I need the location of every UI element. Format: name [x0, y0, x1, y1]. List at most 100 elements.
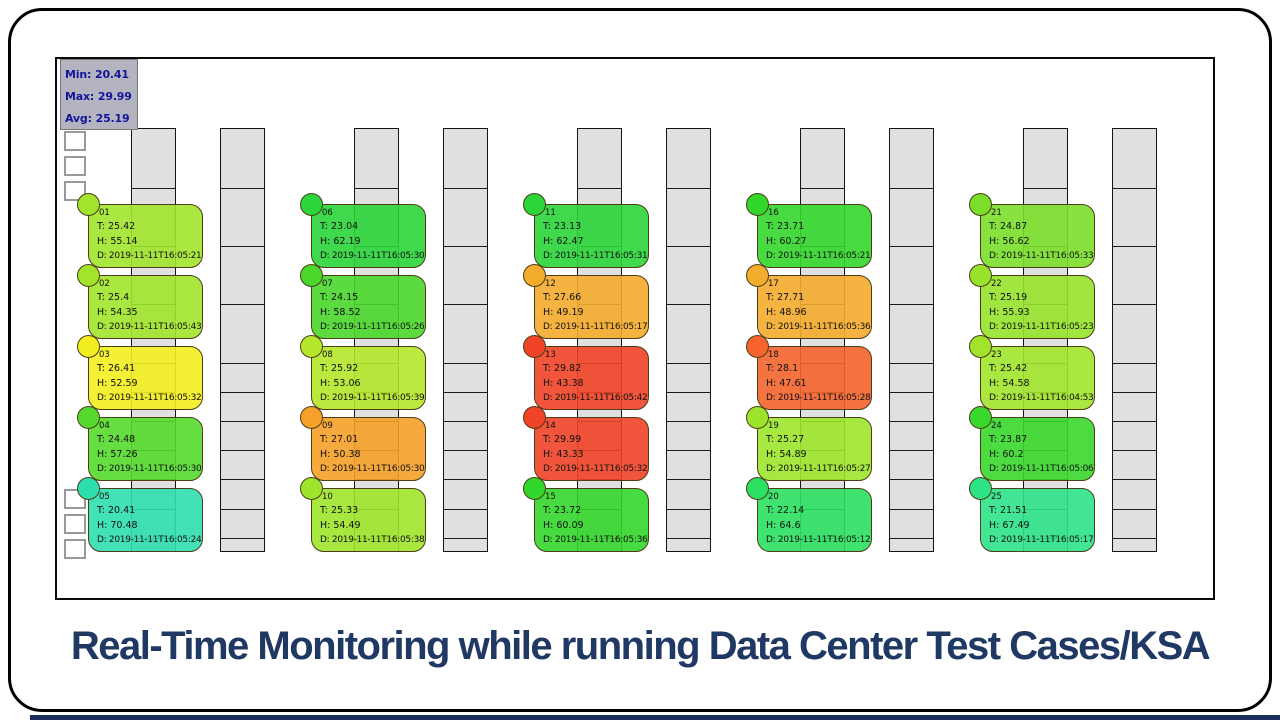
sensor-temperature: T: 25.42: [97, 221, 136, 232]
sensor-humidity: H: 62.47: [543, 236, 584, 247]
sensor-date: D: 2019-11-11T16:05:17: [989, 535, 1094, 545]
sensor-date: D: 2019-11-11T16:05:30: [320, 251, 425, 261]
sensor-id: 12: [545, 279, 556, 289]
sensor-humidity: H: 62.19: [320, 236, 361, 247]
sensor-temperature: T: 25.92: [320, 363, 359, 374]
sensor-date: D: 2019-11-11T16:05:26: [320, 322, 425, 332]
stat-avg-label: Avg:: [65, 112, 92, 125]
bottom-accent-bar: [30, 715, 1280, 720]
stat-avg: Avg: 25.19: [65, 108, 137, 130]
sensor-humidity: H: 60.2: [989, 449, 1024, 460]
sensor-temperature: T: 25.19: [989, 292, 1028, 303]
sensor-id: 03: [99, 350, 110, 360]
sensor-date: D: 2019-11-11T16:05:33: [989, 251, 1094, 261]
stat-max-label: Max:: [65, 90, 95, 103]
sensor-balloon-icon: [969, 264, 992, 287]
sensor-humidity: H: 50.38: [320, 449, 361, 460]
sensor-date: D: 2019-11-11T16:05:32: [97, 393, 202, 403]
sensor-humidity: H: 55.93: [989, 307, 1030, 318]
sensor-temperature: T: 26.41: [97, 363, 136, 374]
sensor-balloon-icon: [746, 193, 769, 216]
sensor-humidity: H: 55.14: [97, 236, 138, 247]
sensor-id: 08: [322, 350, 333, 360]
stat-min-label: Min:: [65, 68, 92, 81]
empty-sensor-slot: [64, 131, 86, 151]
sensor-temperature: T: 24.15: [320, 292, 359, 303]
sensor-temperature: T: 23.72: [543, 505, 582, 516]
rack-column: [666, 128, 711, 552]
sensor-temperature: T: 23.13: [543, 221, 582, 232]
sensor-balloon-icon: [746, 335, 769, 358]
sensor-date: D: 2019-11-11T16:05:27: [766, 464, 871, 474]
sensor-balloon-icon: [523, 264, 546, 287]
sensor-temperature: T: 20.41: [97, 505, 136, 516]
sensor-date: D: 2019-11-11T16:05:21: [97, 251, 202, 261]
sensor-id: 17: [768, 279, 779, 289]
sensor-temperature: T: 24.48: [97, 434, 136, 445]
sensor-balloon-icon: [969, 477, 992, 500]
sensor-id: 18: [768, 350, 779, 360]
sensor-balloon-icon: [300, 193, 323, 216]
sensor-temperature: T: 25.42: [989, 363, 1028, 374]
sensor-temperature: T: 29.82: [543, 363, 582, 374]
sensor-balloon-icon: [523, 335, 546, 358]
sensor-temperature: T: 25.27: [766, 434, 805, 445]
empty-sensor-slot: [64, 514, 86, 534]
sensor-id: 06: [322, 208, 333, 218]
sensor-id: 20: [768, 492, 779, 502]
sensor-date: D: 2019-11-11T16:05:24: [97, 535, 202, 545]
sensor-id: 13: [545, 350, 556, 360]
sensor-humidity: H: 54.58: [989, 378, 1030, 389]
sensor-humidity: H: 64.6: [766, 520, 801, 531]
sensor-temperature: T: 27.66: [543, 292, 582, 303]
sensor-id: 15: [545, 492, 556, 502]
sensor-temperature: T: 29.99: [543, 434, 582, 445]
sensor-date: D: 2019-11-11T16:05:21: [766, 251, 871, 261]
sensor-balloon-icon: [77, 406, 100, 429]
sensor-balloon-icon: [300, 406, 323, 429]
sensor-temperature: T: 25.33: [320, 505, 359, 516]
sensor-humidity: H: 54.35: [97, 307, 138, 318]
sensor-balloon-icon: [77, 477, 100, 500]
sensor-id: 02: [99, 279, 110, 289]
sensor-temperature: T: 23.71: [766, 221, 805, 232]
slide-title: Real-Time Monitoring while running Data …: [70, 624, 1211, 668]
sensor-temperature: T: 27.01: [320, 434, 359, 445]
stat-min: Min: 20.41: [65, 64, 137, 86]
sensor-temperature: T: 25.4: [97, 292, 130, 303]
stats-box: Min: 20.41 Max: 29.99 Avg: 25.19: [60, 59, 138, 130]
sensor-balloon-icon: [523, 406, 546, 429]
sensor-humidity: H: 54.49: [320, 520, 361, 531]
sensor-id: 21: [991, 208, 1002, 218]
sensor-id: 24: [991, 421, 1002, 431]
sensor-balloon-icon: [77, 264, 100, 287]
empty-sensor-slot: [64, 539, 86, 559]
sensor-date: D: 2019-11-11T16:05:36: [766, 322, 871, 332]
sensor-balloon-icon: [300, 264, 323, 287]
